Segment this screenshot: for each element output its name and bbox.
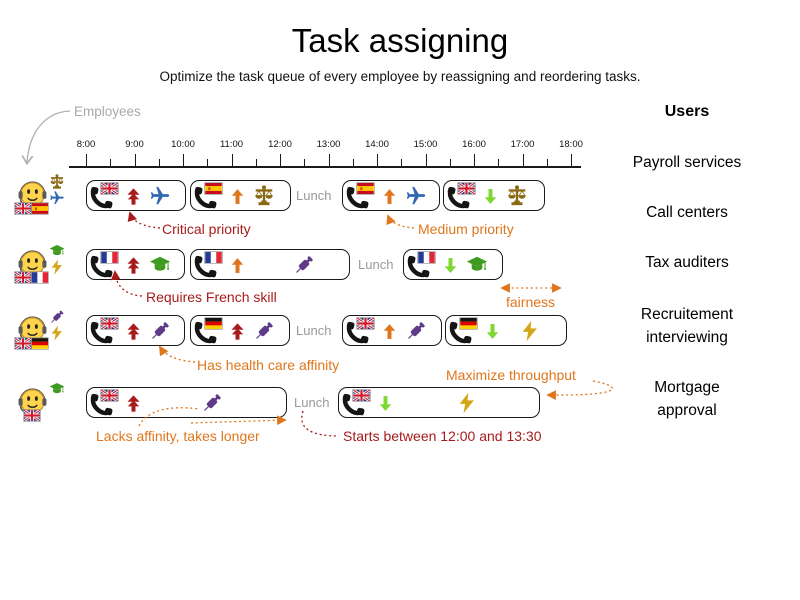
- page-subtitle: Optimize the task queue of every employe…: [159, 69, 641, 84]
- hour-label: 13:00: [316, 139, 341, 150]
- hour-tick: [571, 154, 573, 166]
- hour-label: 18:00: [559, 139, 583, 150]
- task-box: [86, 180, 186, 211]
- half-hour-tick: [498, 159, 500, 166]
- hour-label: 12:00: [268, 139, 292, 150]
- task-box: [190, 249, 350, 280]
- lunch-label: Lunch: [296, 188, 332, 203]
- half-hour-tick: [207, 159, 209, 166]
- hour-label: 15:00: [413, 139, 438, 150]
- half-hour-tick: [401, 159, 403, 166]
- task-box: [86, 315, 185, 346]
- hour-tick: [134, 154, 136, 166]
- annotation-critical: Critical priority: [162, 221, 251, 237]
- lunch-label: Lunch: [294, 395, 330, 410]
- hour-tick: [183, 154, 185, 166]
- half-hour-tick: [158, 159, 160, 166]
- hour-tick: [474, 154, 476, 166]
- hour-label: 17:00: [510, 139, 535, 150]
- hour-tick: [280, 154, 282, 166]
- annotation-throughput: Maximize throughput: [446, 367, 576, 383]
- half-hour-tick: [304, 159, 306, 166]
- annotation-starts: Starts between 12:00 and 13:30: [343, 428, 542, 444]
- annotation-health: Has health care affinity: [197, 357, 340, 373]
- half-hour-tick: [352, 159, 354, 166]
- task-box: [338, 387, 540, 418]
- half-hour-tick: [255, 159, 257, 166]
- hour-label: 10:00: [171, 139, 195, 150]
- hour-tick: [425, 154, 427, 166]
- hour-label: 14:00: [365, 139, 389, 150]
- task-box: [190, 180, 291, 211]
- half-hour-tick: [546, 159, 548, 166]
- hour-tick: [86, 154, 88, 166]
- hour-tick: [328, 154, 330, 166]
- hour-tick: [231, 154, 233, 166]
- hour-label: 16:00: [462, 139, 486, 150]
- hour-label: 11:00: [219, 139, 244, 150]
- hour-tick: [522, 154, 524, 166]
- lunch-label: Lunch: [358, 257, 394, 272]
- users-item-3: Tax auditers: [645, 254, 729, 271]
- half-hour-tick: [449, 159, 451, 166]
- annotation-lacks: Lacks affinity, takes longer: [96, 428, 260, 444]
- users-item-1: Payroll services: [632, 154, 742, 171]
- hour-label: 9:00: [125, 139, 144, 150]
- task-box: [403, 249, 503, 280]
- lunch-label: Lunch: [296, 323, 332, 338]
- hour-tick: [377, 154, 379, 166]
- users-item-4: Recruitement interviewing: [640, 306, 734, 346]
- hour-label: 8:00: [76, 139, 96, 150]
- task-box: [342, 315, 442, 346]
- annotation-medium: Medium priority: [418, 221, 514, 237]
- employees-label: Employees: [74, 104, 141, 119]
- half-hour-tick: [110, 159, 112, 166]
- task-box: [342, 180, 440, 211]
- task-box: [190, 315, 290, 346]
- annotation-french: Requires French skill: [146, 289, 277, 305]
- timeline-axis-line: [69, 166, 581, 168]
- users-header: Users: [664, 103, 710, 120]
- users-item-5: Mortgage approval: [654, 379, 720, 419]
- page-title: Task assigning: [291, 22, 509, 59]
- task-box: [445, 315, 567, 346]
- task-box: [443, 180, 545, 211]
- users-item-2: Call centers: [646, 204, 728, 221]
- annotation-fairness: fairness: [506, 294, 556, 310]
